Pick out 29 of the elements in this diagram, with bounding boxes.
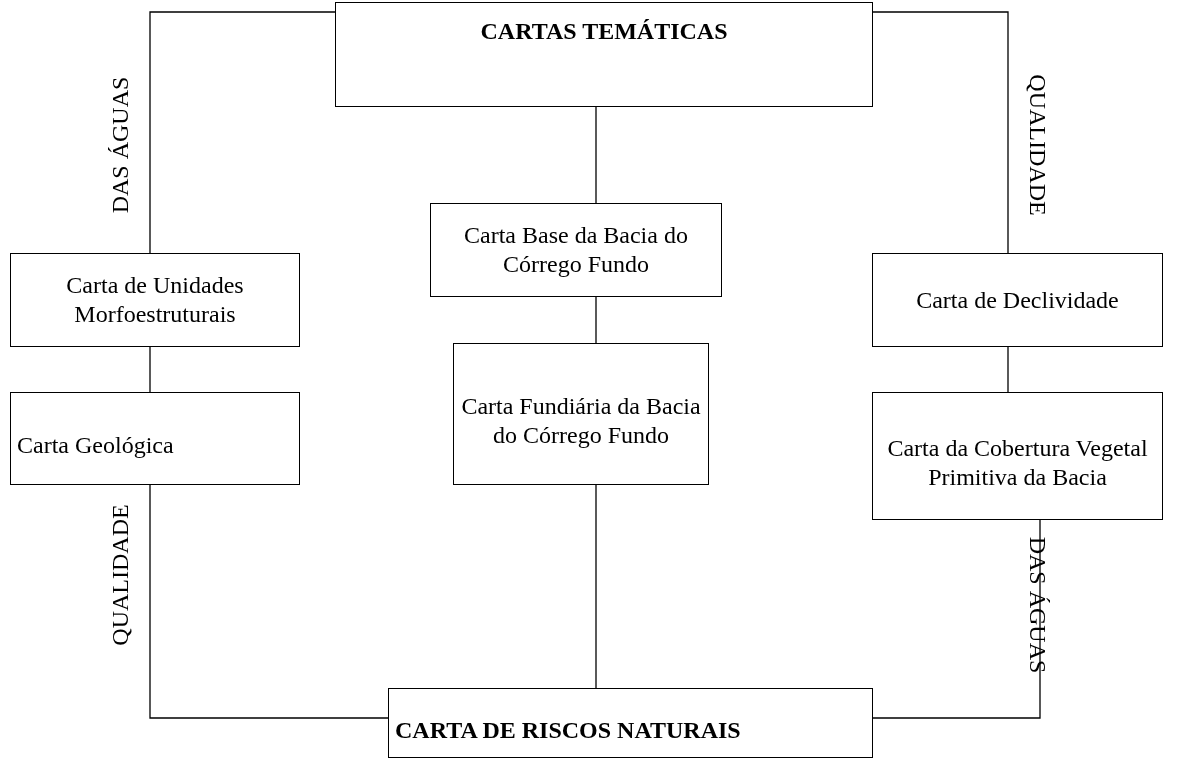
box-label: Carta da Cobertura Vegetal Primitiva da Bacia — [886, 434, 1149, 492]
vertical-label: DAS ÁGUAS — [1025, 536, 1051, 674]
map-box — [430, 203, 722, 297]
box-label: CARTAS TEMÁTICAS — [479, 17, 729, 46]
vertical-label: QUALIDADE — [107, 504, 133, 646]
map-box — [453, 343, 709, 485]
map-box — [10, 392, 300, 485]
map-box — [872, 392, 1163, 520]
connector-line — [595, 484, 597, 689]
connector-line — [595, 296, 597, 344]
vertical-label: QUALIDADE — [1025, 74, 1051, 216]
map-box — [872, 253, 1163, 347]
box-label: Carta de Unidades Morfoestruturais — [65, 271, 245, 329]
map-box — [10, 253, 300, 347]
box-label: Carta Fundiária da Bacia do Córrego Fundo — [460, 392, 702, 450]
connector-line — [872, 519, 1041, 719]
box-label: Carta Base da Bacia do Córrego Fundo — [463, 221, 689, 279]
map-box — [335, 2, 873, 107]
box-label: CARTA DE RISCOS NATURAIS — [394, 715, 742, 745]
connector-line — [149, 11, 336, 254]
connector-line — [149, 484, 389, 719]
connector-line — [595, 106, 597, 204]
connector-line — [872, 11, 1009, 254]
connector-line — [1007, 346, 1009, 393]
vertical-label: DAS ÁGUAS — [107, 76, 133, 214]
box-label: Carta Geológica — [16, 431, 175, 460]
map-box — [388, 688, 873, 758]
box-label: Carta de Declividade — [915, 285, 1120, 315]
connector-line — [149, 346, 151, 393]
